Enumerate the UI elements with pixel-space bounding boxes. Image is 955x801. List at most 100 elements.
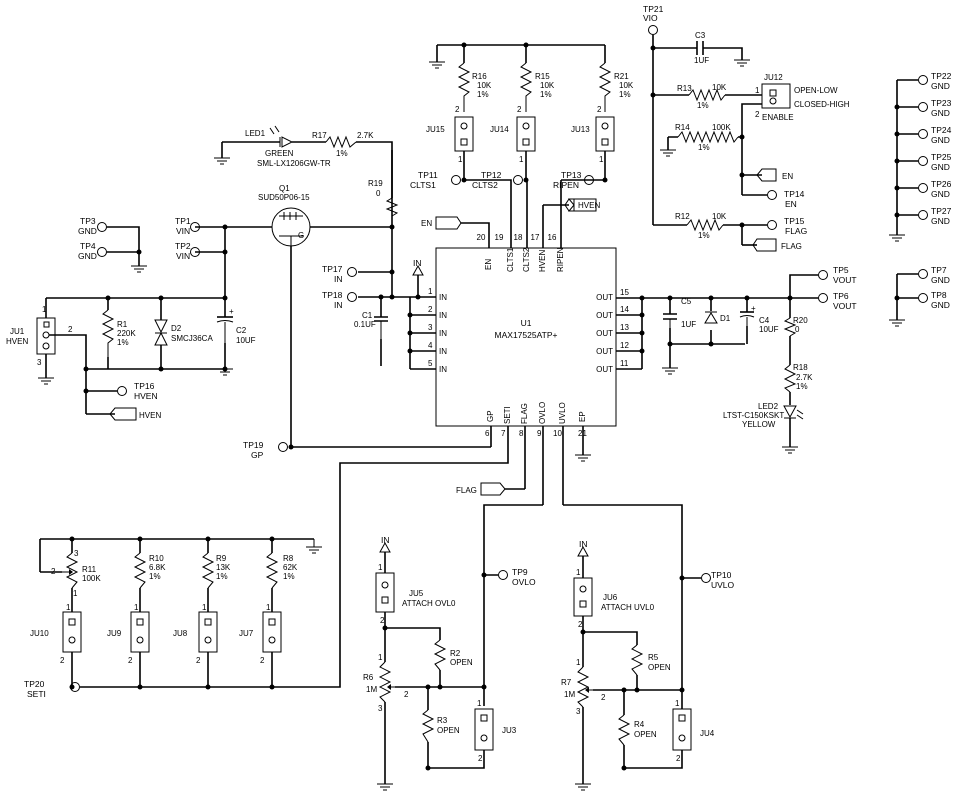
seti-network xyxy=(39,441,509,688)
testpoint-tp4[interactable]: TP4 GND xyxy=(78,241,107,261)
resistor-r21: R21 10K 1% xyxy=(598,62,634,112)
testpoint-tp19[interactable]: TP19 GP xyxy=(243,440,288,460)
testpoint-tp2[interactable]: TP2 VIN xyxy=(175,241,200,261)
svg-text:RIPEN: RIPEN xyxy=(553,180,579,190)
svg-text:TP9: TP9 xyxy=(512,567,528,577)
testpoint-tp13[interactable]: TP13 RIPEN xyxy=(553,170,594,190)
svg-text:EN: EN xyxy=(782,172,793,181)
pin-label-ripen: RIPEN xyxy=(556,247,565,272)
svg-text:1%: 1% xyxy=(216,572,228,581)
svg-text:IN: IN xyxy=(381,535,390,545)
jumper-ju9[interactable]: 1 2 JU9 xyxy=(107,603,150,665)
svg-text:ATTACH UVL0: ATTACH UVL0 xyxy=(601,603,655,612)
svg-text:+: + xyxy=(229,307,234,316)
testpoint-tp17[interactable]: TP17 IN xyxy=(322,264,357,284)
svg-text:OPEN: OPEN xyxy=(634,730,657,739)
jumper-ju3[interactable]: 1 2 JU3 xyxy=(474,699,517,763)
jumper-ju8[interactable]: 1 2 JU8 xyxy=(173,603,218,665)
svg-text:LED1: LED1 xyxy=(245,129,266,138)
ground-ovlo xyxy=(377,783,393,791)
resistor-r17: R17 2.7K 1% xyxy=(312,131,374,158)
svg-text:TP12: TP12 xyxy=(481,170,502,180)
svg-text:OVLO: OVLO xyxy=(512,577,536,587)
svg-text:LTST-C150KSKT: LTST-C150KSKT xyxy=(723,411,784,420)
svg-text:GND: GND xyxy=(931,81,950,91)
jumper-ju1[interactable]: 1 3 2 JU1 HVEN xyxy=(6,298,87,414)
ic-u1: U1 MAX17525ATP+ 20 19 18 17 16 EN CLTS1 … xyxy=(410,180,642,505)
svg-text:0.1UF: 0.1UF xyxy=(354,320,376,329)
svg-text:OPEN: OPEN xyxy=(437,726,460,735)
jumper-ju4[interactable]: 1 2 JU4 xyxy=(672,699,715,763)
testpoint-tp18[interactable]: TP18 IN xyxy=(322,290,357,310)
svg-text:R11: R11 xyxy=(82,565,97,574)
svg-text:R18: R18 xyxy=(793,363,808,372)
svg-text:GND: GND xyxy=(931,108,950,118)
testpoint-tp6[interactable]: TP6 VOUT xyxy=(818,291,857,311)
pin-label-gp: GP xyxy=(486,410,495,422)
svg-text:TP20: TP20 xyxy=(24,679,45,689)
svg-text:GND: GND xyxy=(78,251,97,261)
testpoint-tp9[interactable]: TP9 OVLO xyxy=(498,567,537,587)
input-wiring xyxy=(358,150,419,369)
testpoint-tp10[interactable]: TP10 UVLO xyxy=(701,570,735,590)
svg-text:2: 2 xyxy=(196,656,201,665)
svg-text:1%: 1% xyxy=(149,572,161,581)
pin-label-out-4: OUT xyxy=(596,347,613,356)
svg-text:JU8: JU8 xyxy=(173,629,188,638)
jumper-ju10[interactable]: 1 2 JU10 xyxy=(30,603,82,665)
resistor-r14: R14 100K 1% xyxy=(675,123,739,152)
testpoint-tp15[interactable]: TP15 FLAG xyxy=(767,216,808,236)
svg-text:SETI: SETI xyxy=(27,689,46,699)
resistor-r19: R19 0 xyxy=(368,179,399,217)
vin-rail xyxy=(46,226,252,370)
testpoint-tp1[interactable]: TP1 VIN xyxy=(175,216,200,236)
testpoint-tp11[interactable]: TP11 CLTS1 xyxy=(410,170,461,190)
testpoint-tp12[interactable]: TP12 CLTS2 xyxy=(472,170,523,190)
jumper-ju7[interactable]: 1 2 JU7 xyxy=(239,603,282,665)
svg-text:R16: R16 xyxy=(472,72,487,81)
svg-text:1%: 1% xyxy=(698,231,710,240)
potentiometer-r6: 1 2 3 R6 1M xyxy=(363,653,409,713)
mosfet-q1: Q1 SUD50P06-15 G xyxy=(252,184,491,448)
svg-text:6.8K: 6.8K xyxy=(149,563,166,572)
testpoint-tp3[interactable]: TP3 GND xyxy=(78,216,107,236)
svg-text:JU4: JU4 xyxy=(700,729,715,738)
jumper-ju15[interactable]: 2 1 JU15 xyxy=(426,105,512,232)
svg-text:ATTACH OVL0: ATTACH OVL0 xyxy=(402,599,456,608)
svg-text:10K: 10K xyxy=(619,81,634,90)
testpoint-tp5[interactable]: TP5 VOUT xyxy=(818,265,857,285)
svg-text:1: 1 xyxy=(576,658,581,667)
testpoint-tp14[interactable]: TP14 EN xyxy=(767,189,805,209)
svg-text:1UF: 1UF xyxy=(681,320,696,329)
svg-text:+: + xyxy=(751,304,756,313)
svg-text:R4: R4 xyxy=(634,720,645,729)
ic-ref: U1 xyxy=(521,318,532,328)
jumper-ju13[interactable]: 2 1 JU13 xyxy=(561,105,615,181)
svg-text:GND: GND xyxy=(931,275,950,285)
svg-text:10K: 10K xyxy=(477,81,492,90)
jumper-ju12[interactable]: JU12 1 2 OPEN-LOW CLOSED-HIGH ENABLE xyxy=(738,73,850,175)
testpoint-tp21[interactable]: TP21 VIO xyxy=(643,4,664,35)
jumper-ju6[interactable]: 1 2 JU6 ATTACH UVL0 xyxy=(573,568,655,629)
resistor-r8: R8 62K 1% xyxy=(265,552,298,589)
svg-text:CLOSED-HIGH: CLOSED-HIGH xyxy=(794,100,850,109)
svg-text:JU12: JU12 xyxy=(764,73,783,82)
svg-text:C3: C3 xyxy=(695,31,706,40)
jumper-ju14[interactable]: 2 1 JU14 xyxy=(490,105,536,180)
svg-text:1: 1 xyxy=(599,155,604,164)
svg-text:GP: GP xyxy=(251,450,264,460)
pin-num-13: 13 xyxy=(620,323,629,332)
testpoint-tp16[interactable]: TP16 HVEN xyxy=(117,381,158,401)
ground-led2 xyxy=(782,446,798,454)
pin-num-10: 10 xyxy=(553,429,562,438)
svg-text:C4: C4 xyxy=(759,316,770,325)
jumper-ju5[interactable]: 1 2 JU5 ATTACH OVL0 xyxy=(375,563,456,625)
